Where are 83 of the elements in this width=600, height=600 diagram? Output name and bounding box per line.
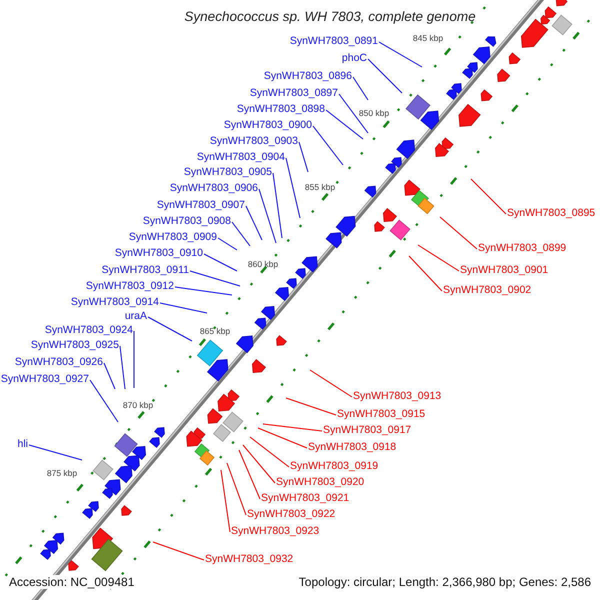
scale-label: 850 kbp	[358, 108, 390, 118]
gene-label: SynWH7803_0914	[70, 296, 159, 308]
gene-label: phoC	[342, 52, 367, 64]
leader-line	[286, 158, 300, 218]
gene-label: SynWH7803_0923	[231, 525, 320, 537]
leader-line	[220, 470, 230, 532]
leader-line	[238, 450, 260, 500]
leader-line	[250, 436, 290, 468]
leader-line	[408, 256, 442, 292]
gene-label: SynWH7803_0917	[323, 424, 412, 436]
leader-line	[28, 444, 82, 460]
scale-label: 865 kbp	[200, 326, 230, 336]
leader-line	[148, 316, 192, 342]
gene-label: SynWH7803_0926	[14, 356, 103, 368]
leader-line	[90, 380, 118, 422]
gene-label: SynWH7803_0907	[156, 199, 245, 211]
leader-line	[104, 362, 116, 390]
gene-label: SynWH7803_0932	[205, 553, 294, 565]
leader-line	[298, 142, 308, 172]
leader-line	[470, 178, 506, 214]
leader-line	[204, 254, 238, 272]
gene-label: SynWH7803_0924	[44, 324, 133, 336]
gene-label: SynWH7803_0902	[443, 284, 532, 296]
gene-label: SynWH7803_0912	[86, 280, 174, 292]
gene-label: SynWH7803_0915	[337, 408, 426, 420]
gene-label: SynWH7803_0921	[261, 492, 350, 504]
leader-line	[312, 126, 344, 166]
leader-line	[258, 428, 308, 448]
gene-label: SynWH7803_0909	[128, 231, 217, 243]
gene-label: SynWH7803_0918	[308, 441, 396, 453]
gene-label: SynWH7803_0906	[170, 182, 258, 194]
leader-line	[418, 244, 460, 272]
gene-label: SynWH7803_0905	[184, 166, 272, 178]
leader-line	[378, 42, 422, 68]
gene-label: uraA	[124, 310, 147, 322]
leader-line	[310, 370, 352, 398]
leader-line	[272, 172, 282, 238]
leader-line	[226, 462, 246, 516]
gene-label: SynWH7803_0927	[0, 373, 89, 385]
gene-label: SynWH7803_0896	[264, 70, 352, 82]
leader-line	[152, 542, 204, 560]
leader-line	[326, 110, 364, 140]
leader-line	[262, 424, 322, 432]
scale-label: 870 kbp	[122, 400, 154, 410]
leader-line	[242, 444, 276, 484]
leader-line	[120, 346, 126, 390]
gene-label: SynWH7803_0891	[290, 35, 378, 47]
gene-label: SynWH7803_0922	[247, 508, 336, 520]
scale-label: 845 kbp	[412, 33, 444, 43]
scale-label: 860 kbp	[248, 259, 278, 269]
leader-line	[218, 238, 238, 250]
gene-label: SynWH7803_0900	[224, 119, 312, 131]
leader-line	[190, 270, 240, 286]
gene-label: SynWH7803_0899	[478, 242, 566, 254]
gene-label: SynWH7803_0903	[210, 135, 298, 147]
gene-label: SynWH7803_0895	[507, 207, 596, 219]
gene-label: SynWH7803_0911	[102, 264, 189, 276]
gene-label: SynWH7803_0904	[196, 151, 285, 163]
leader-line	[232, 222, 250, 246]
leader-line	[440, 216, 478, 250]
leader-line	[368, 58, 402, 94]
scale-label: 855 kbp	[304, 182, 336, 192]
leader-line	[174, 286, 232, 296]
gene-label: SynWH7803_0910	[114, 247, 203, 259]
leader-line	[258, 188, 276, 244]
gene-label: SynWH7803_0919	[290, 460, 378, 472]
gene-label: SynWH7803_0898	[236, 103, 325, 115]
leader-line	[352, 76, 368, 100]
gene-label: SynWH7803_0920	[276, 476, 364, 488]
gene-label: hli	[17, 438, 28, 450]
leader-line	[338, 94, 368, 134]
gene-label: SynWH7803_0913	[353, 390, 442, 402]
accession-text: Accession: NC_009481	[9, 575, 134, 589]
gene-label: SynWH7803_0901	[460, 264, 548, 276]
leader-line	[160, 302, 208, 314]
title: Synechococcus sp. WH 7803, complete genome	[184, 9, 476, 24]
gene-label: SynWH7803_0925	[30, 339, 119, 351]
gene-label: SynWH7803_0908	[142, 215, 231, 227]
gene-label: SynWH7803_0897	[250, 87, 338, 99]
genome-stats-text: Topology: circular; Length: 2,366,980 bp; Genes: 2,586	[298, 575, 591, 589]
scale-label: 875 kbp	[46, 468, 78, 478]
leader-line	[286, 398, 336, 416]
leader-line	[246, 206, 262, 240]
